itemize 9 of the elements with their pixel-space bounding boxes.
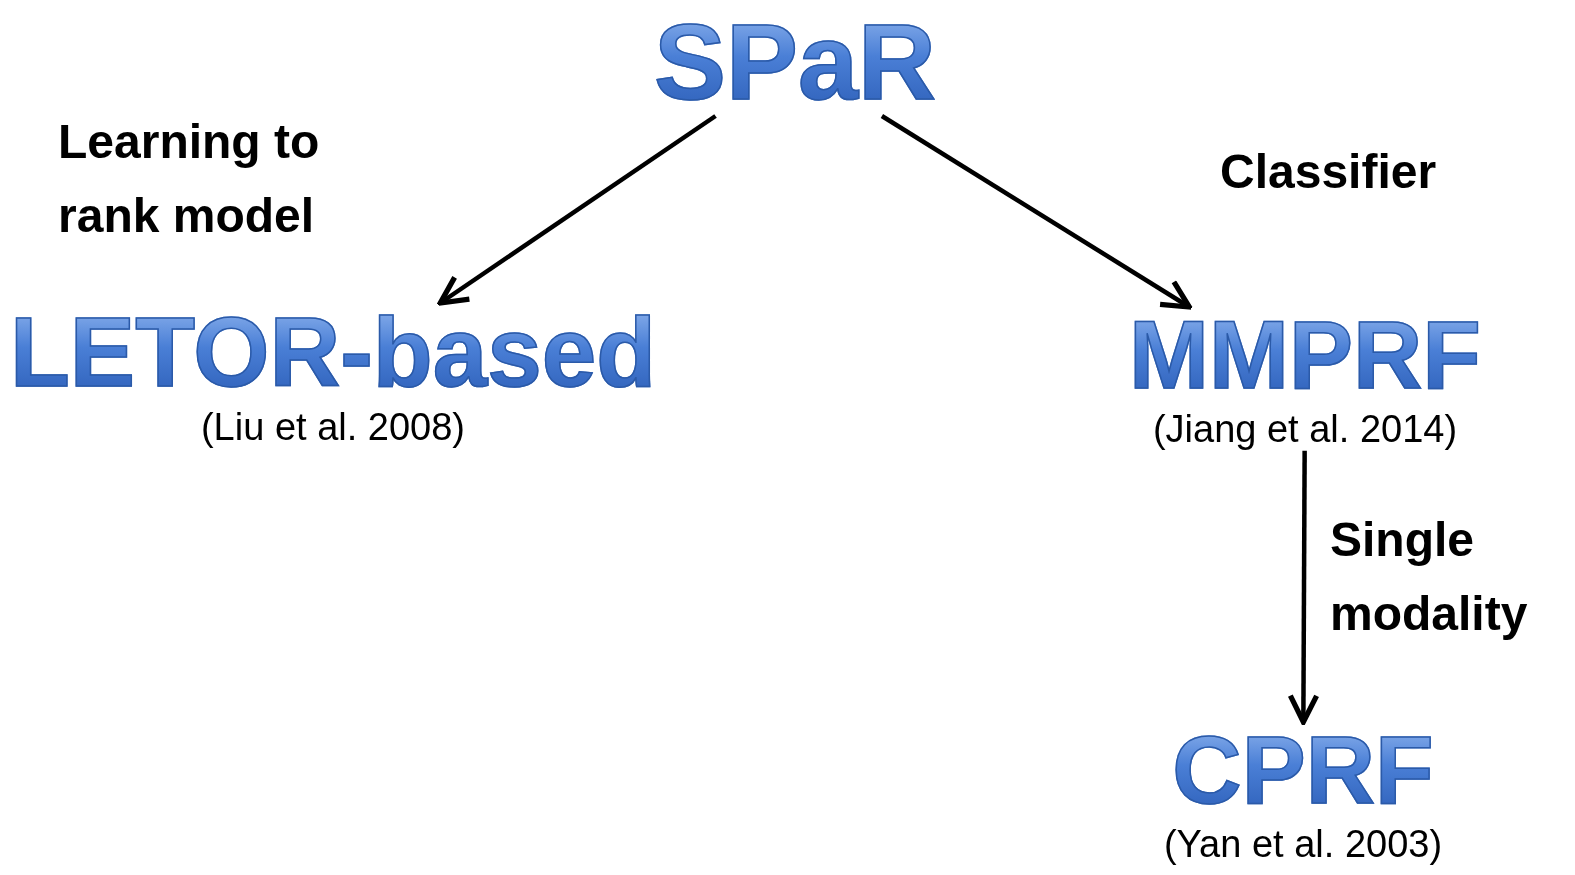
edge-label: Classifier: [1220, 144, 1438, 200]
arrow: [880, 114, 1192, 310]
citation: (Jiang et al. 2014): [1152, 409, 1458, 451]
citation: (Yan et al. 2003): [1163, 824, 1443, 866]
edge-label: Learning to rank model: [58, 114, 321, 245]
arrow: [437, 114, 717, 306]
edge-label: Single modality: [1330, 512, 1529, 643]
arrow: [1287, 450, 1320, 725]
citation: (Liu et al. 2008): [200, 407, 466, 449]
